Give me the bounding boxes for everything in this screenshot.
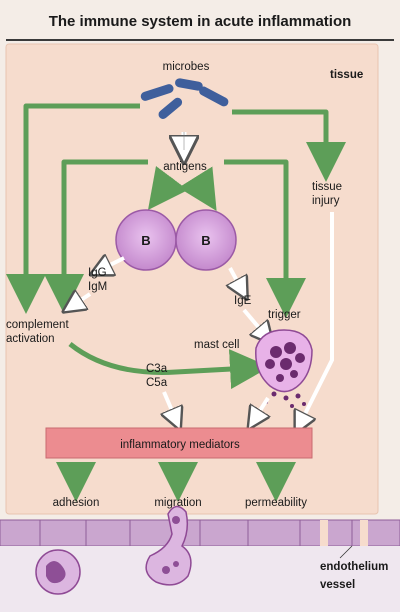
tissue-injury-label-2: injury (312, 195, 340, 207)
injury-to-mediators-arrow (300, 212, 334, 424)
mediators-label: inflammatory mediators (120, 439, 240, 451)
b-cell-left-label: B (141, 233, 150, 248)
complement-label-1: complement (6, 319, 69, 331)
microbes-label: microbes (163, 61, 210, 73)
tissue-injury-label-1: tissue (312, 181, 342, 193)
antigens-label: antigens (163, 161, 207, 173)
c5a-to-mediators-arrow (164, 391, 176, 420)
endothelium-layer (0, 519, 400, 547)
ige-to-mastcell-arrow (242, 308, 266, 336)
adhering-leukocyte-icon (35, 549, 81, 595)
mast-cell-label: mast cell (194, 339, 239, 351)
ige-label: IgE (234, 295, 252, 307)
mediators-bar (45, 427, 313, 459)
complement-to-mastcell-arrow (68, 342, 270, 390)
igg-label: IgG (88, 267, 107, 279)
b-to-ige-arrow (230, 267, 242, 290)
mastcell-to-mediators-arrow (254, 396, 268, 420)
igm-to-complement-arrow (72, 294, 92, 306)
tissue-label: tissue (330, 69, 363, 81)
vessel-label: vessel (320, 579, 355, 591)
b-cell-right: B (175, 209, 237, 271)
outcome-arrows (56, 462, 296, 502)
b-to-igg-arrow (100, 258, 125, 270)
migration-label: migration (154, 497, 201, 509)
adhesion-label: adhesion (53, 497, 100, 509)
antigen-arrows (44, 159, 306, 318)
permeability-label: permeability (245, 497, 307, 509)
igm-label: IgM (88, 281, 107, 293)
migrating-leukocyte-icon (145, 505, 192, 586)
c5a-label: C5a (146, 377, 168, 389)
diagram-title: The immune system in acute inflammation (49, 13, 352, 30)
endothelium-label: endothelium (320, 561, 388, 573)
b-cell-right-label: B (201, 233, 210, 248)
complement-label-2: activation (6, 333, 55, 345)
microbes-icon (140, 78, 229, 119)
b-cell-left: B (115, 209, 177, 271)
c3a-label: C3a (146, 363, 168, 375)
mast-cell-icon (255, 329, 313, 408)
trigger-label: trigger (268, 309, 301, 321)
endothelium-pointer (339, 545, 353, 559)
microbe-arrows (6, 103, 346, 314)
